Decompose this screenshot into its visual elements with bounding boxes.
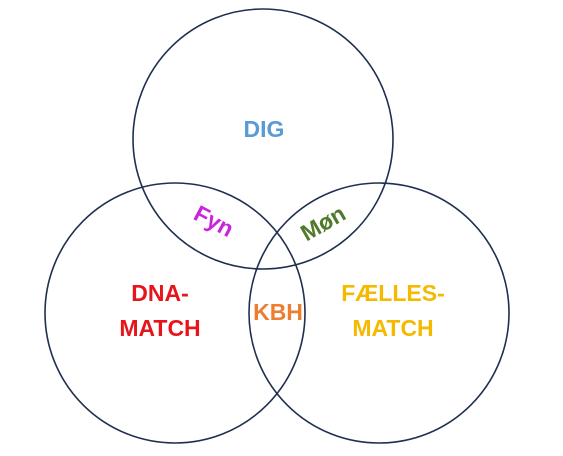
circle-dna-match — [44, 182, 306, 444]
kbh-intersection-label: KBH — [253, 299, 303, 325]
dig-label: DIG — [244, 116, 285, 142]
circle-dig — [132, 8, 394, 270]
dna-match-label-line2: MATCH — [119, 315, 200, 341]
circle-faelles-match — [248, 182, 510, 444]
fyn-intersection-label: Fyn — [190, 200, 238, 242]
faelles-match-label-line1: FÆLLES- — [341, 280, 445, 306]
dna-match-label-line1: DNA- — [131, 280, 189, 306]
faelles-match-label-line2: MATCH — [352, 315, 433, 341]
